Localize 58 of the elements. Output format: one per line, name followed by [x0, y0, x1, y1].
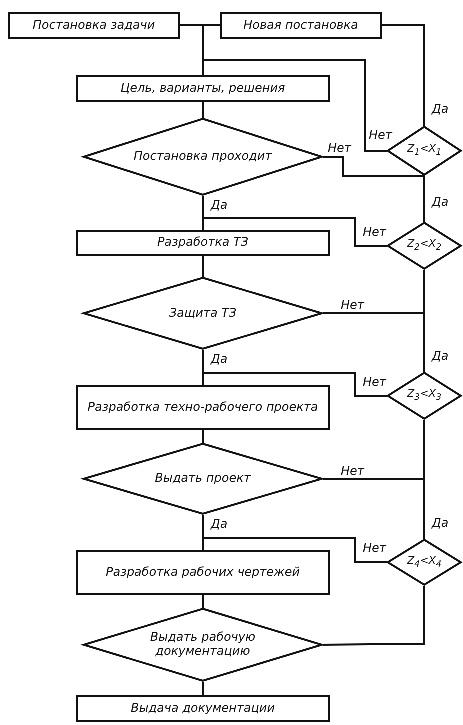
process-box — [8, 12, 180, 39]
box-label: Цель, варианты, решения — [120, 82, 286, 96]
decision-diamond — [387, 372, 462, 420]
edge-label: Нет — [362, 542, 388, 554]
decision-diamond — [387, 222, 462, 270]
edge-label: Нет — [340, 465, 366, 477]
connector-line — [424, 420, 426, 539]
edge-label: Нет — [368, 129, 394, 141]
decision-diamond — [83, 118, 323, 196]
edge-label: Да — [210, 199, 229, 211]
connector-line — [202, 217, 387, 247]
connector-line — [424, 176, 426, 222]
process-box — [76, 75, 330, 102]
decision-diamond — [83, 443, 323, 515]
box-label: Выдача документации — [131, 702, 275, 716]
edge-label: Да — [431, 196, 450, 208]
condition-text: Выдать рабочую документацию — [149, 631, 257, 659]
box-label: Новая постановка — [244, 18, 358, 32]
box-label: Постановка задачи — [32, 18, 156, 32]
edge-label: Да — [431, 517, 450, 529]
condition-text: Z$_{4}$<X$_{4}$ — [407, 554, 442, 570]
process-box — [76, 385, 330, 430]
box-label: Разработка ТЗ — [157, 236, 249, 250]
box-label: Разработка рабочих чертежей — [106, 566, 300, 580]
edge-label: Нет — [362, 376, 388, 388]
edge-label: Да — [210, 353, 229, 365]
connector-line — [202, 537, 388, 564]
connector-line — [382, 24, 426, 126]
process-box — [220, 12, 382, 39]
process-box — [76, 550, 330, 595]
connector-line — [202, 372, 387, 397]
connector-line — [202, 430, 204, 443]
decision-diamond — [83, 608, 323, 682]
condition-text: Z$_{1}$<X$_{1}$ — [407, 143, 442, 159]
edge-label: Да — [210, 518, 229, 530]
edge-label: Да — [431, 350, 450, 362]
decision-diamond — [387, 539, 462, 586]
connector-line — [202, 59, 387, 152]
process-box — [76, 230, 330, 256]
condition-text: Z$_{3}$<X$_{3}$ — [407, 388, 442, 404]
condition-text: Защита ТЗ — [169, 306, 237, 320]
edge-label: Нет — [340, 299, 366, 311]
connector-line — [424, 270, 426, 372]
condition-text: Постановка проходит — [134, 150, 272, 164]
edge-label: Нет — [327, 142, 352, 154]
connector-line — [202, 595, 204, 608]
connector-line — [323, 156, 424, 177]
connector-line — [202, 256, 204, 277]
box-label: Разработка техно-рабочего проекта — [88, 400, 318, 414]
process-box — [76, 695, 330, 722]
edge-label: Да — [431, 103, 450, 115]
connector-line — [323, 586, 426, 646]
edge-label: Нет — [362, 226, 388, 238]
condition-text: Выдать проект — [155, 472, 251, 486]
connector-line — [202, 102, 204, 118]
condition-text: Z$_{2}$<X$_{2}$ — [407, 238, 442, 254]
connector-line — [202, 682, 204, 695]
decision-diamond — [83, 277, 323, 350]
